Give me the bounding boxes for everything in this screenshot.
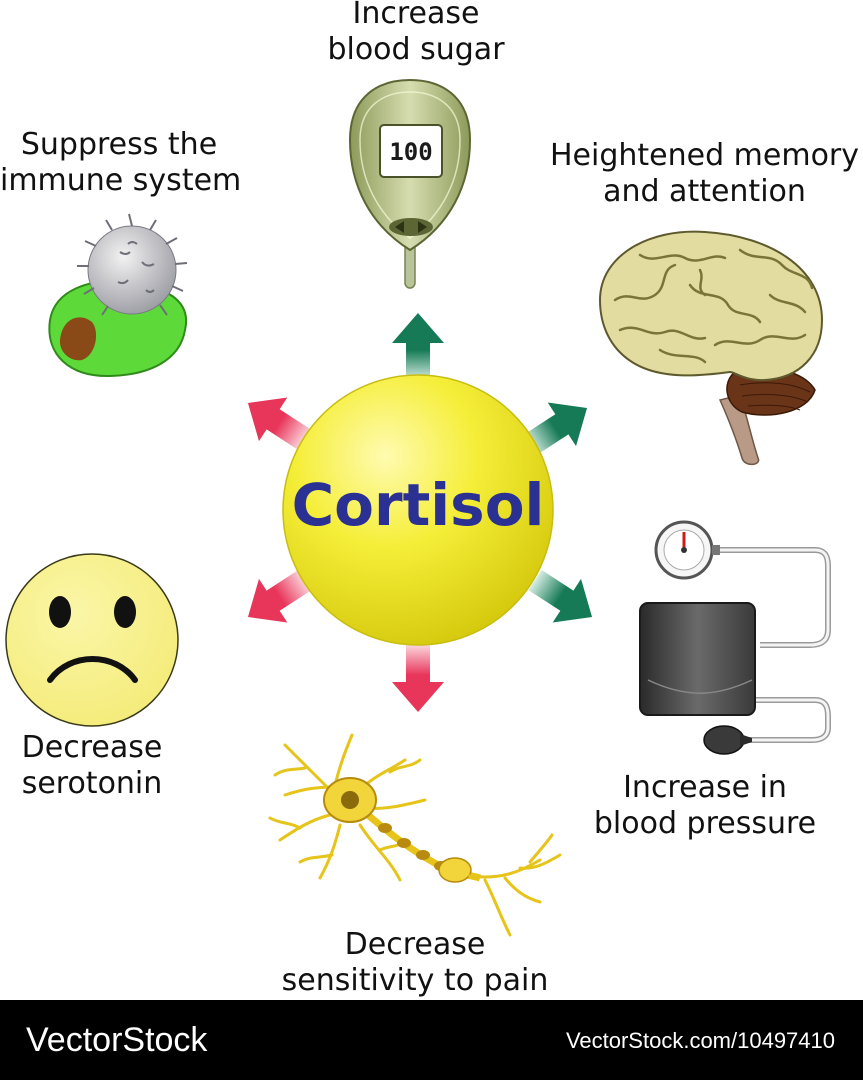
- sad-face-icon: [5, 553, 179, 727]
- glucometer-reading: 100: [389, 138, 432, 166]
- watermark-bar: VectorStock VectorStock.com/10497410: [0, 1000, 863, 1080]
- effect-label-blood-sugar: Increase blood sugar: [316, 0, 516, 68]
- effect-label-serotonin: Decrease serotonin: [10, 730, 174, 802]
- brain-icon: [598, 230, 824, 466]
- glucometer-icon: 100: [348, 78, 472, 289]
- watermark-brand: VectorStock: [26, 1021, 208, 1059]
- arrow-upleft-immune: [247, 397, 312, 451]
- effect-label-pain: Decrease sensitivity to pain: [275, 927, 555, 999]
- effect-label-line: Suppress the: [20, 127, 218, 162]
- cortisol-title: Cortisol: [291, 471, 545, 539]
- effect-label-line: immune system: [0, 163, 242, 198]
- effect-label-line: blood pressure: [593, 806, 817, 841]
- arrow-downleft-serotonin: [247, 569, 312, 623]
- effect-label-line: serotonin: [21, 766, 163, 801]
- diagram-artwork: 100: [5, 78, 831, 937]
- effect-label-blood-pressure: Increase in blood pressure: [585, 770, 825, 842]
- effect-label-line: Decrease: [21, 730, 163, 765]
- effect-label-line: blood sugar: [327, 32, 505, 67]
- arrow-up-blood-sugar: [392, 313, 444, 380]
- neuron-icon: [268, 733, 562, 937]
- effect-label-memory: Heightened memory and attention: [546, 138, 863, 210]
- effect-label-line: Increase: [352, 0, 480, 31]
- arrow-down-pain: [392, 645, 444, 712]
- arrow-upright-memory: [523, 402, 588, 456]
- watermark-url: VectorStock.com/10497410: [565, 1028, 835, 1053]
- effect-label-line: Heightened memory: [549, 138, 860, 173]
- effect-label-line: sensitivity to pain: [281, 963, 549, 998]
- effect-label-immune: Suppress the immune system: [0, 127, 242, 199]
- cortisol-sphere: [282, 374, 554, 646]
- effect-label-line: Decrease: [344, 927, 486, 962]
- immune-cell-icon: [48, 213, 188, 378]
- effect-label-line: and attention: [603, 174, 806, 209]
- blood-pressure-monitor-icon: [639, 520, 831, 755]
- arrow-downright-blood-pressure: [528, 569, 593, 623]
- effect-label-line: Increase in: [623, 770, 787, 805]
